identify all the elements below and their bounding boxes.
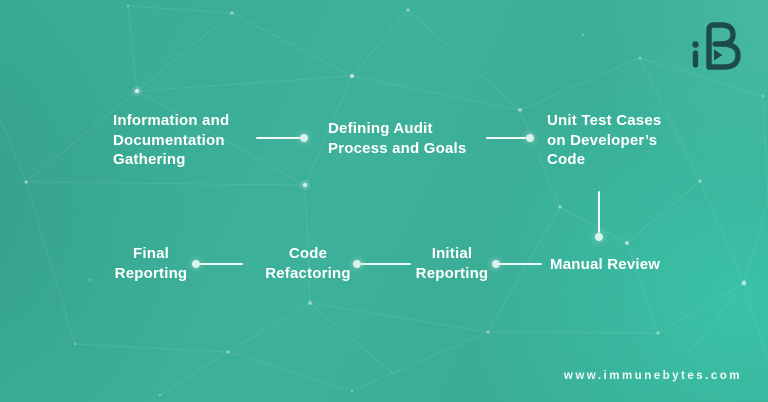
connector-arrow-dot xyxy=(192,260,200,268)
connector-line xyxy=(598,191,600,233)
step-initial-reporting: Initial Reporting xyxy=(415,245,489,282)
website-url: www.immunebytes.com xyxy=(563,370,742,382)
connector-step4-to-step5 xyxy=(492,260,542,268)
connector-step3-to-step4 xyxy=(595,191,603,241)
connector-step2-to-step3 xyxy=(486,134,534,142)
connector-arrow-dot xyxy=(353,260,361,268)
connector-arrow-dot xyxy=(300,134,308,142)
connector-line xyxy=(256,137,300,139)
connector-arrow-dot xyxy=(595,233,603,241)
connector-step6-to-step7 xyxy=(192,260,243,268)
connector-line xyxy=(500,263,542,265)
step-code-refactoring: Code Refactoring xyxy=(265,245,351,282)
step-defining-audit-process-goals: Defining Audit Process and Goals xyxy=(328,120,467,157)
connector-line xyxy=(486,137,526,139)
connector-arrow-dot xyxy=(526,134,534,142)
step-manual-review: Manual Review xyxy=(550,256,661,273)
immunebytes-logo-icon xyxy=(692,22,741,70)
connector-arrow-dot xyxy=(492,260,500,268)
connector-line xyxy=(200,263,243,265)
connector-step5-to-step6 xyxy=(353,260,411,268)
step-unit-test-cases: Unit Test Cases on Developer’s Code xyxy=(547,112,662,168)
connector-line xyxy=(361,263,411,265)
step-information-documentation-gathering: Information and Documentation Gathering xyxy=(113,112,230,168)
step-final-reporting: Final Reporting xyxy=(114,245,188,282)
connector-step1-to-step2 xyxy=(256,134,308,142)
